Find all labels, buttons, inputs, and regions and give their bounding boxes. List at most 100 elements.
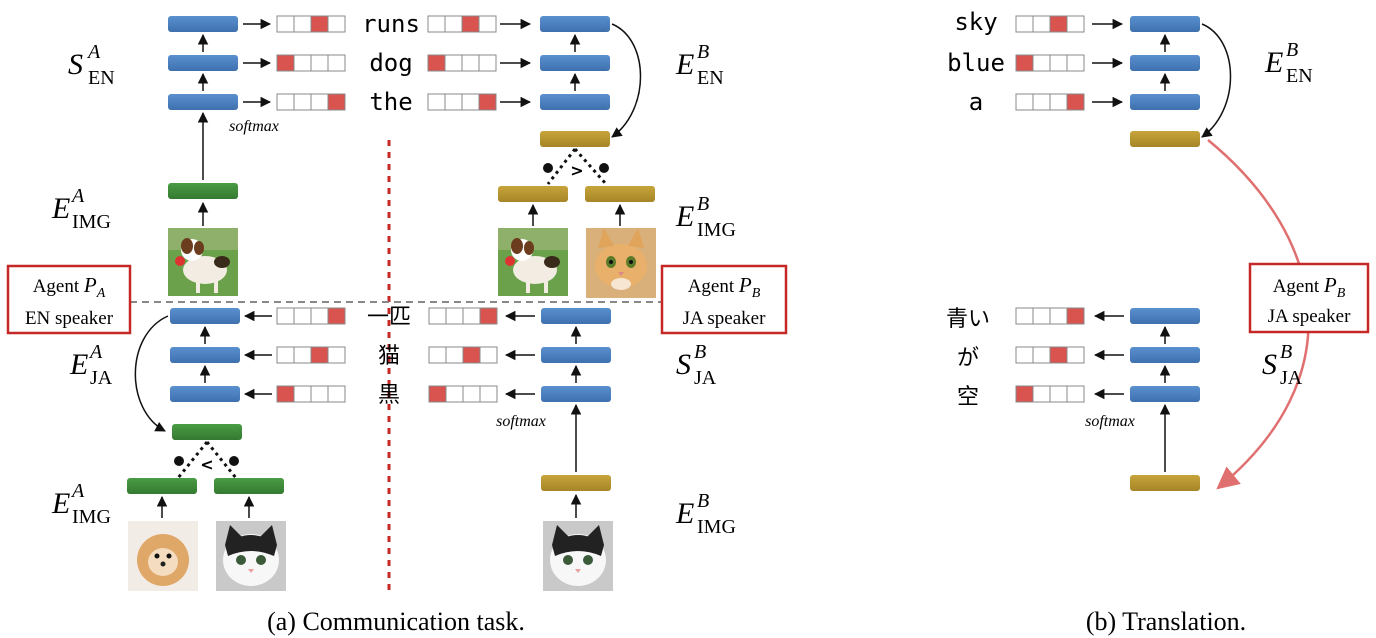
- blue-hidden-bar: [170, 308, 240, 324]
- onehot-cell: [444, 15, 463, 33]
- agent-pa-box: Agent PA EN speaker: [6, 264, 132, 335]
- onehot-active-cell: [1049, 15, 1068, 33]
- onehot-cell: [1032, 385, 1051, 403]
- blue-hidden-bar: [170, 347, 240, 363]
- onehot-cell: [327, 346, 346, 364]
- word-aoi: 青い: [946, 307, 990, 332]
- svg-text:IMG: IMG: [697, 516, 736, 538]
- gold-image-embedding: [1130, 475, 1200, 491]
- onehot-cell: [479, 346, 498, 364]
- svg-text:IMG: IMG: [72, 211, 111, 233]
- onehot-cell: [293, 346, 312, 364]
- label-s-ja-b-translation: S B JA: [1262, 341, 1303, 389]
- speaker-a-en: [168, 16, 272, 180]
- label-e-en-b: E B EN: [675, 41, 724, 89]
- word-sora: 空: [957, 385, 979, 410]
- svg-text:S: S: [676, 348, 691, 381]
- onehot-cell: [293, 307, 312, 325]
- onehot-cell: [293, 54, 312, 72]
- onehot-cell: [428, 307, 447, 325]
- blue-hidden-bar: [540, 16, 610, 32]
- onehot-group: [276, 307, 346, 403]
- panel-a: runs dog the >: [6, 10, 788, 636]
- svg-text:B: B: [697, 193, 709, 215]
- onehot-cell: [462, 385, 481, 403]
- onehot-cell: [1049, 385, 1068, 403]
- onehot-cell: [276, 15, 295, 33]
- onehot-group: [1015, 15, 1085, 111]
- onehot-active-cell: [327, 307, 346, 325]
- label-s-ja-b: S B JA: [676, 341, 717, 389]
- svg-text:A: A: [88, 341, 103, 363]
- gold-embedding-bar: [1130, 131, 1200, 147]
- onehot-cell: [1032, 346, 1051, 364]
- onehot-cell: [310, 93, 329, 111]
- gold-embedding-bar: [540, 131, 610, 147]
- word-blue: blue: [947, 49, 1005, 77]
- puppy-image: [128, 521, 198, 591]
- svg-text:B: B: [694, 341, 706, 363]
- caption-b: (b) Translation.: [1086, 607, 1246, 636]
- svg-text:A: A: [70, 185, 85, 207]
- gold-image-embedding: [585, 186, 655, 202]
- onehot-group: [1015, 307, 1085, 403]
- panel-b: sky blue a Agent PB JA speaker 青い: [946, 8, 1370, 636]
- svg-text:E: E: [51, 487, 70, 520]
- word-the: the: [369, 88, 412, 116]
- blue-hidden-bar: [168, 94, 238, 110]
- svg-text:B: B: [697, 41, 709, 63]
- svg-text:IMG: IMG: [697, 219, 736, 241]
- word-runs: runs: [362, 10, 420, 38]
- svg-text:EN: EN: [697, 67, 724, 89]
- onehot-cell: [462, 307, 481, 325]
- onehot-cell: [1015, 15, 1034, 33]
- svg-text:EN: EN: [1286, 65, 1313, 87]
- svg-text:E: E: [51, 192, 70, 225]
- svg-text:S: S: [1262, 348, 1277, 381]
- gold-image-embedding: [498, 186, 568, 202]
- onehot-cell: [1032, 54, 1051, 72]
- onehot-group: [276, 15, 346, 111]
- onehot-active-cell: [427, 54, 446, 72]
- blue-hidden-bar: [541, 347, 611, 363]
- onehot-active-cell: [276, 54, 295, 72]
- bw-cat-image: [216, 521, 286, 591]
- agent-pb-box: Agent PB JA speaker: [660, 264, 788, 335]
- onehot-cell: [1066, 54, 1085, 72]
- svg-text:E: E: [1264, 46, 1283, 79]
- word-dog: dog: [369, 49, 412, 77]
- svg-text:JA: JA: [1280, 367, 1303, 389]
- onehot-cell: [1015, 346, 1034, 364]
- svg-text:IMG: IMG: [72, 506, 111, 528]
- blue-hidden-bar: [540, 94, 610, 110]
- onehot-active-cell: [310, 15, 329, 33]
- softmax-label: softmax: [496, 413, 546, 430]
- listener-b-en: >: [498, 16, 655, 226]
- onehot-cell: [1049, 54, 1068, 72]
- onehot-active-cell: [327, 93, 346, 111]
- svg-text:JA: JA: [694, 367, 717, 389]
- onehot-cell: [444, 54, 463, 72]
- onehot-cell: [327, 385, 346, 403]
- onehot-cell: [479, 385, 498, 403]
- label-e-ja-a: E A JA: [69, 341, 113, 389]
- onehot-cell: [1049, 93, 1068, 111]
- svg-text:JA: JA: [90, 367, 113, 389]
- onehot-cell: [1032, 15, 1051, 33]
- onehot-active-cell: [478, 93, 497, 111]
- compare-dot: [543, 163, 553, 173]
- onehot-cell: [478, 54, 497, 72]
- onehot-cell: [445, 346, 464, 364]
- onehot-group: [427, 15, 497, 111]
- svg-text:Agent PB: Agent PB: [1273, 273, 1346, 301]
- listener-a-ja: <: [127, 308, 284, 518]
- green-image-embedding: [214, 478, 284, 494]
- softmax-label: softmax: [1085, 413, 1135, 430]
- compare-dot: [229, 456, 239, 466]
- blue-hidden-bar: [168, 16, 238, 32]
- compare-dot: [599, 163, 609, 173]
- onehot-active-cell: [462, 346, 481, 364]
- onehot-active-cell: [479, 307, 498, 325]
- svg-text:B: B: [1286, 39, 1298, 61]
